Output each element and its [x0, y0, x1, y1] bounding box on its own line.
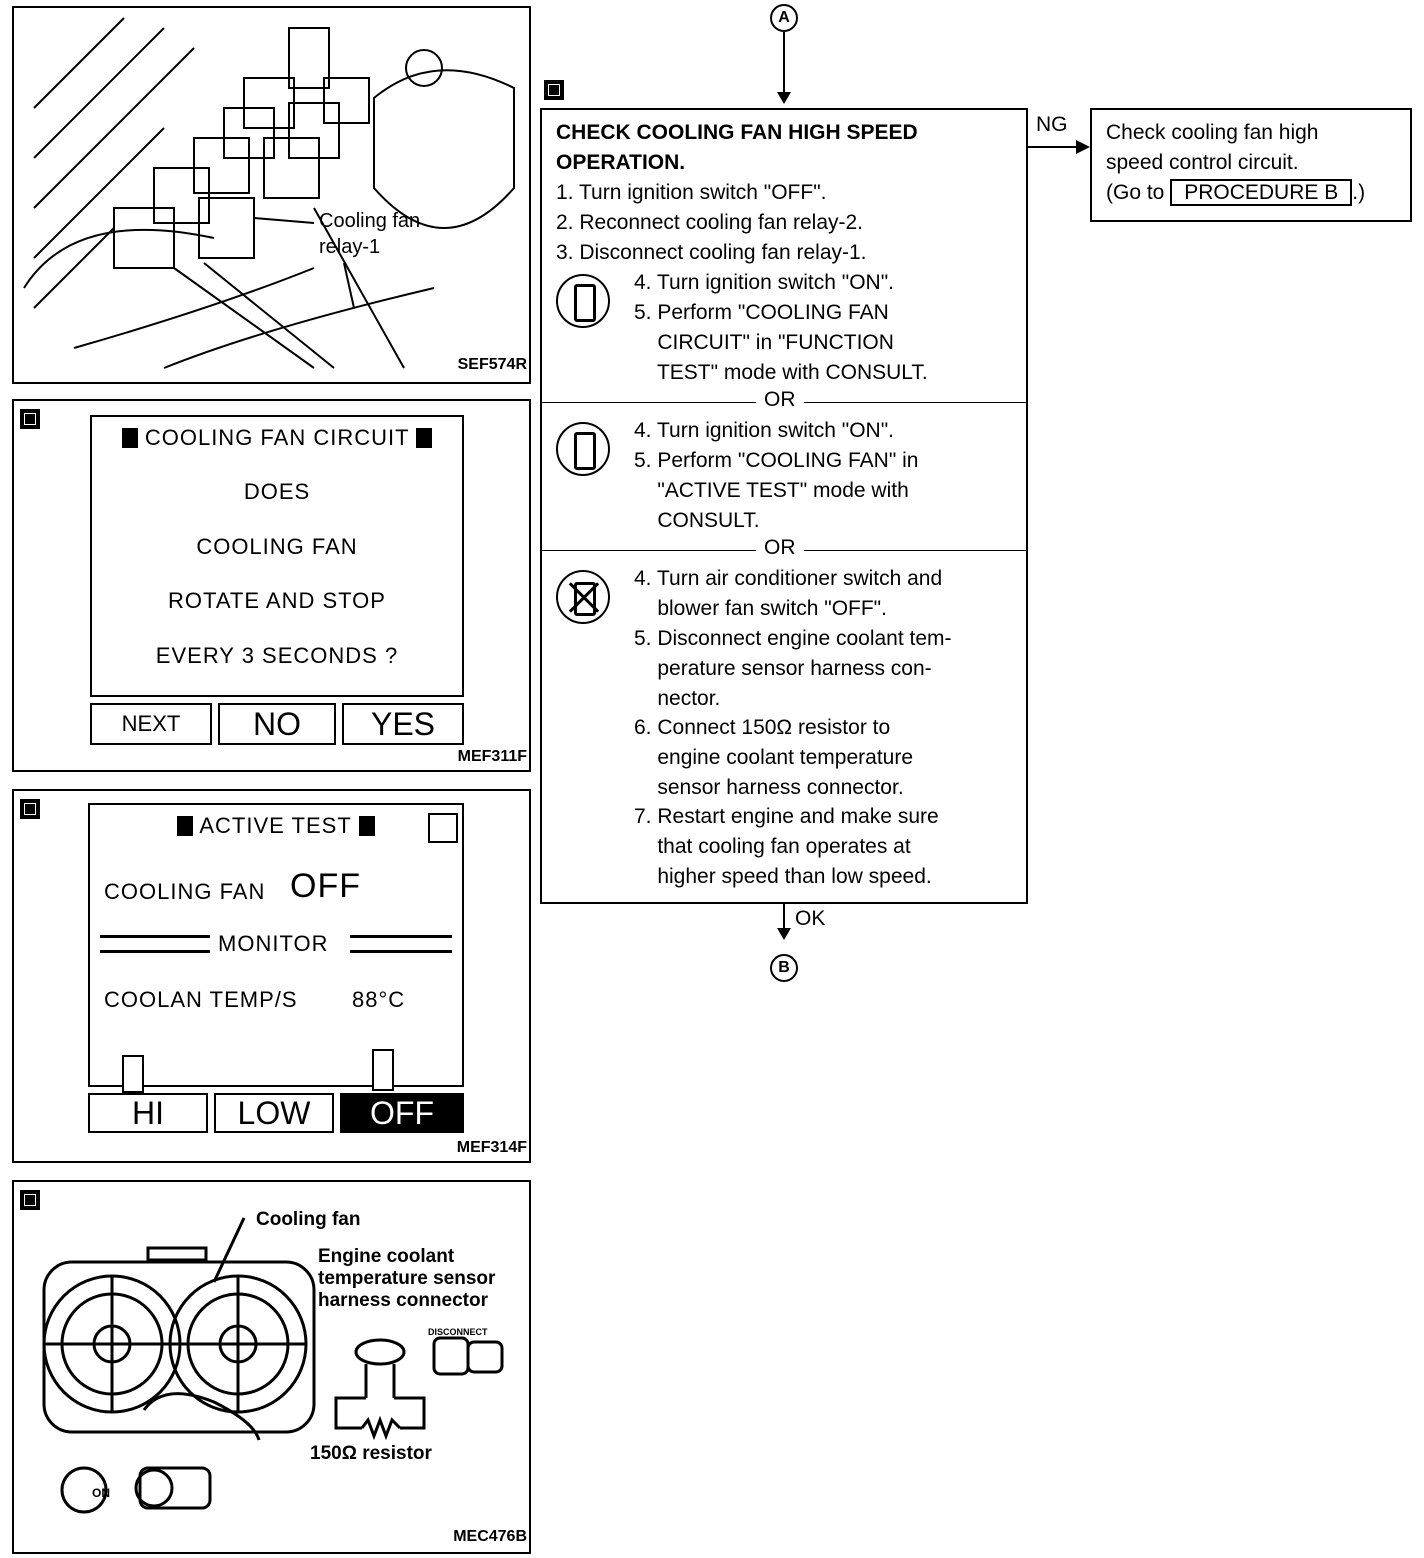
active-test-screen-panel: ACTIVE TEST COOLING FAN OFF MONITOR COOL…: [12, 789, 531, 1163]
screen-title: COOLING FAN CIRCUIT: [92, 425, 462, 451]
figure-code: MEC476B: [453, 1528, 527, 1545]
sensor-connector-label: Engine coolant temperature sensor harnes…: [318, 1246, 496, 1311]
no-button[interactable]: NO: [218, 703, 336, 745]
pointer-hand-icon: [122, 1055, 144, 1093]
consult-function-test-icon: [556, 274, 610, 328]
temp-value: 88°C: [352, 987, 406, 1012]
ok-arrow-head-icon: [777, 928, 791, 940]
option-a-step-5: 5. Perform "COOLING FAN CIRCUIT" in "FUN…: [634, 301, 928, 384]
consult-screen: COOLING FAN CIRCUIT DOES COOLING FAN ROT…: [90, 415, 464, 697]
engine-bay-drawing: [23, 17, 515, 369]
step-1: 1. Turn ignition switch "OFF".: [556, 181, 827, 204]
or-label: OR: [756, 536, 804, 560]
consult-tag-icon: [20, 409, 40, 429]
arrow-head-icon: [777, 92, 791, 104]
relay-callout-label: Cooling fan relay-1: [319, 210, 421, 258]
flow-tag-icon: [544, 80, 564, 100]
square-icon: [177, 816, 194, 836]
option-b-step-5: 5. Perform "COOLING FAN" in "ACTIVE TEST…: [634, 449, 919, 532]
option-c-step-4: 4. Turn air conditioner switch and blowe…: [634, 567, 943, 620]
fan-label: COOLING FAN: [104, 879, 266, 904]
step-2: 2. Reconnect cooling fan relay-2.: [556, 211, 864, 234]
square-icon: [416, 428, 433, 448]
low-button[interactable]: LOW: [214, 1093, 334, 1133]
consult-tag-icon: [20, 799, 40, 819]
screen-line-1: DOES: [243, 479, 311, 504]
option-b-step-4: 4. Turn ignition switch "ON".: [634, 419, 895, 442]
monitor-label: MONITOR: [218, 931, 329, 956]
ng-label: NG: [1036, 113, 1068, 136]
relay-location-illustration: Cooling fan relay-1 SEF574R: [12, 6, 531, 384]
double-line-icon: [350, 935, 452, 953]
option-a-step-4: 4. Turn ignition switch "ON".: [634, 271, 895, 294]
monitor-row: MONITOR: [100, 931, 452, 961]
figure-code: MEF311F: [457, 748, 527, 765]
pointer-hand-icon: [372, 1049, 394, 1091]
active-test-screen: ACTIVE TEST COOLING FAN OFF MONITOR COOL…: [88, 803, 464, 1093]
screen-title: ACTIVE TEST: [90, 813, 462, 839]
connector-a-badge: A: [770, 4, 798, 32]
yes-button[interactable]: YES: [342, 703, 464, 745]
off-button[interactable]: OFF: [340, 1093, 464, 1133]
screen-line-3: ROTATE AND STOP: [168, 588, 386, 613]
connector-b-badge: B: [770, 954, 798, 982]
hi-button[interactable]: HI: [88, 1093, 208, 1133]
engine-tag-icon: [20, 1190, 40, 1210]
square-icon: [358, 816, 375, 836]
cooling-fan-label: Cooling fan: [256, 1209, 361, 1230]
check-high-speed-box: CHECK COOLING FAN HIGH SPEED OPERATION. …: [540, 108, 1028, 904]
step-3: 3. Disconnect cooling fan relay-1.: [556, 241, 867, 264]
ng-arrow-line: [1026, 146, 1078, 148]
ok-label: OK: [795, 907, 826, 930]
ng-arrow-head-icon: [1076, 140, 1090, 154]
square-icon: [121, 428, 138, 448]
screen-corner-box: [428, 813, 458, 843]
fan-value: OFF: [290, 867, 361, 905]
double-line-icon: [100, 935, 210, 953]
ok-arrow-line: [783, 902, 785, 930]
ignition-on-label: ON: [92, 1486, 110, 1500]
screen-line-2: COOLING FAN: [196, 534, 358, 559]
disconnect-label: DISCONNECT: [428, 1327, 488, 1337]
figure-code: MEF314F: [456, 1139, 527, 1156]
option-c-step-6: 6. Connect 150Ω resistor to engine coola…: [634, 716, 914, 799]
check-title: CHECK COOLING FAN HIGH SPEED OPERATION.: [556, 121, 918, 174]
temp-label: COOLAN TEMP/S: [104, 987, 298, 1012]
arrow-down-icon: [783, 32, 785, 94]
fan-and-connector-drawing: [42, 1217, 504, 1514]
figure-code: SEF574R: [457, 356, 527, 373]
screen-line-4: EVERY 3 SECONDS ?: [155, 643, 399, 668]
no-tools-icon: [556, 570, 610, 624]
next-button[interactable]: NEXT: [90, 703, 212, 745]
resistor-connection-illustration: Cooling fan Engine coolant temperature s…: [12, 1180, 531, 1554]
or-label: OR: [756, 388, 804, 412]
option-c-step-5: 5. Disconnect engine coolant tem- peratu…: [634, 627, 952, 710]
procedure-b-link[interactable]: PROCEDURE B: [1170, 179, 1353, 206]
consult-active-test-icon: [556, 422, 610, 476]
ng-action-text: Check cooling fan high speed control cir…: [1106, 121, 1366, 206]
resistor-label: 150Ω resistor: [310, 1443, 432, 1464]
option-c-step-7: 7. Restart engine and make sure that coo…: [634, 805, 939, 888]
ng-action-box: Check cooling fan high speed control cir…: [1090, 108, 1412, 222]
function-test-screen-panel: COOLING FAN CIRCUIT DOES COOLING FAN ROT…: [12, 399, 531, 772]
